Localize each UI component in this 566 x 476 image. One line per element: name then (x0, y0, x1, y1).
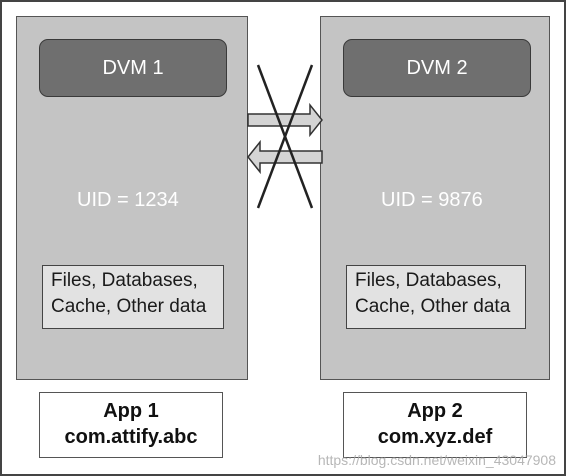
app1-data-storage-box: Files, Databases, Cache, Other data (42, 265, 224, 329)
app2-name: App 2 (407, 400, 463, 422)
app1-package-name: com.attify.abc (64, 426, 198, 448)
app2-package-name: com.xyz.def (377, 426, 493, 448)
app2-name-box: App 2 com.xyz.def (343, 392, 527, 458)
watermark: https://blog.csdn.net/weixin_43047908 (317, 452, 556, 468)
app2-sandbox-panel: DVM 2 UID = 9876 Files, Databases, Cache… (320, 16, 550, 380)
dvm2-box: DVM 2 (343, 39, 531, 97)
app1-name: App 1 (103, 400, 159, 422)
app2-uid-label: UID = 9876 (381, 189, 483, 211)
app1-sandbox-panel: DVM 1 UID = 1234 Files, Databases, Cache… (16, 16, 248, 380)
dvm2-label: DVM 2 (406, 56, 468, 79)
app2-data-line-1: Files, Databases, (355, 270, 502, 291)
app1-name-box: App 1 com.attify.abc (39, 392, 223, 458)
blocked-cross-line-2 (256, 64, 314, 209)
app2-data-line-2: Cache, Other data (355, 296, 511, 317)
app1-data-line-1: Files, Databases, (51, 270, 198, 291)
arrow-left-icon (247, 139, 323, 175)
dvm1-box: DVM 1 (39, 39, 227, 97)
dvm1-label: DVM 1 (102, 56, 164, 79)
app2-data-storage-box: Files, Databases, Cache, Other data (346, 265, 526, 329)
app1-uid-label: UID = 1234 (77, 189, 179, 211)
app1-data-line-2: Cache, Other data (51, 296, 207, 317)
arrow-right-icon (247, 102, 323, 138)
